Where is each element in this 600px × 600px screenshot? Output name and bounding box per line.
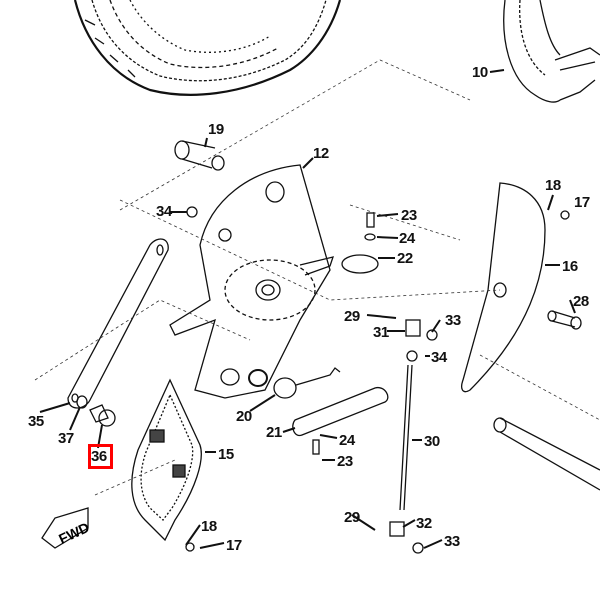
part-callout-32[interactable]: 32 (416, 515, 432, 532)
part-callout-24[interactable]: 24 (399, 230, 415, 247)
part-callout-33[interactable]: 33 (444, 533, 460, 550)
part-callout-22[interactable]: 22 (397, 250, 413, 267)
clevis-icon (389, 521, 405, 537)
part-callout-37[interactable]: 37 (58, 430, 74, 447)
part-callout-23[interactable]: 23 (401, 207, 417, 224)
part-callout-12[interactable]: 12 (313, 145, 329, 162)
cam-lever-icon (341, 254, 379, 274)
part-callout-10[interactable]: 10 (472, 64, 488, 81)
brake-shoe-icon (489, 0, 600, 103)
part-callout-18[interactable]: 18 (545, 177, 561, 194)
part-callout-24[interactable]: 24 (339, 432, 355, 449)
pin-icon (426, 329, 438, 341)
part-callout-34[interactable]: 34 (431, 349, 447, 366)
clevis-icon (405, 319, 421, 337)
part-callout-23[interactable]: 23 (337, 453, 353, 470)
spacer-icon (547, 310, 582, 330)
part-callout-19[interactable]: 19 (208, 121, 224, 138)
nut-icon (406, 350, 418, 362)
torque-arm-icon (67, 238, 169, 427)
axle-collar-icon (174, 137, 225, 171)
forward-direction-icon (41, 507, 89, 549)
brake-rod-icon (399, 364, 413, 511)
part-callout-34[interactable]: 34 (156, 203, 172, 220)
nut-icon (186, 206, 198, 218)
part-callout-30[interactable]: 30 (424, 433, 440, 450)
highlight-box (88, 444, 113, 469)
brake-shoe-plate-icon (461, 182, 546, 393)
part-callout-16[interactable]: 16 (562, 258, 578, 275)
brake-lever-icon (292, 386, 389, 437)
part-callout-33[interactable]: 33 (445, 312, 461, 329)
cotter-pin-icon (185, 542, 195, 552)
return-spring-icon (273, 367, 341, 399)
fwd-stamp-text: FWD (56, 519, 92, 547)
axle-icon (493, 417, 600, 491)
part-callout-18[interactable]: 18 (201, 518, 217, 535)
pin-icon (412, 542, 424, 554)
cotter-pin-icon (560, 210, 570, 220)
part-callout-17[interactable]: 17 (226, 537, 242, 554)
part-callout-29[interactable]: 29 (344, 308, 360, 325)
part-callout-35[interactable]: 35 (28, 413, 44, 430)
bolt-icon (366, 212, 375, 228)
part-callout-28[interactable]: 28 (573, 293, 589, 310)
part-callout-21[interactable]: 21 (266, 424, 282, 441)
part-callout-15[interactable]: 15 (218, 446, 234, 463)
part-callout-36[interactable]: 36 (91, 448, 107, 465)
part-callout-29[interactable]: 29 (344, 509, 360, 526)
part-callout-20[interactable]: 20 (236, 408, 252, 425)
bolt-icon (312, 439, 320, 455)
part-callout-17[interactable]: 17 (574, 194, 590, 211)
rear-tire-icon (73, 0, 342, 96)
brake-backing-plate-icon (169, 164, 334, 399)
part-callout-31[interactable]: 31 (373, 324, 389, 341)
washer-icon (364, 233, 376, 241)
brake-plate-cover-icon (131, 378, 202, 542)
